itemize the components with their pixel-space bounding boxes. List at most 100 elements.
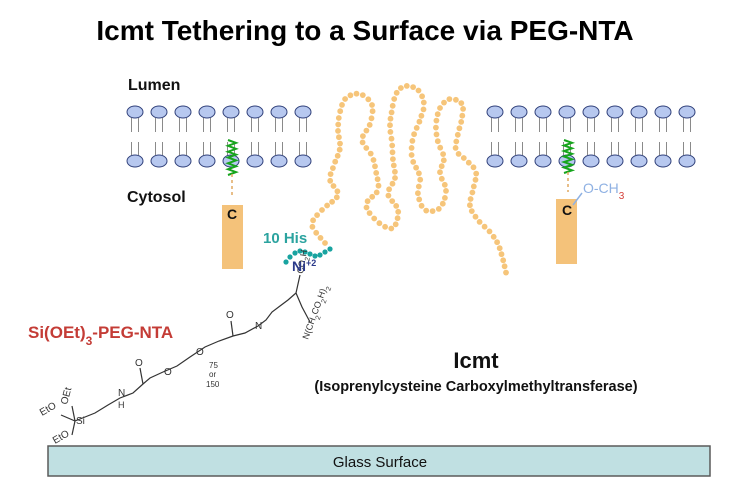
lipid-head xyxy=(198,105,216,119)
protein-residue-bead xyxy=(470,164,477,171)
protein-residue-bead xyxy=(442,195,448,201)
his-residue-bead xyxy=(297,248,303,254)
lipid-head xyxy=(654,154,672,168)
lipid-head xyxy=(510,154,528,168)
protein-residue-bead xyxy=(366,210,373,217)
protein-residue-bead xyxy=(310,217,316,224)
protein-residue-bead xyxy=(416,118,423,125)
protein-residue-bead xyxy=(415,183,422,190)
protein-full-name: (Isoprenylcysteine Carboxylmethyltransfe… xyxy=(314,379,637,395)
protein-residue-bead xyxy=(468,208,475,215)
protein-residue-bead xyxy=(460,155,467,161)
nickel-label: Ni+2 xyxy=(292,258,316,274)
his-residue-bead xyxy=(307,251,313,257)
lipid-head xyxy=(606,105,624,119)
protein-residue-bead xyxy=(408,152,415,158)
protein-residue-bead xyxy=(335,115,342,121)
protein-residue-bead xyxy=(327,177,334,184)
protein-residue-bead xyxy=(420,99,427,106)
protein-residue-bead xyxy=(369,108,376,115)
protein-residue-bead xyxy=(415,190,421,197)
protein-residue-bead xyxy=(319,207,325,213)
protein-residue-bead xyxy=(398,85,404,91)
protein-residue-bead xyxy=(437,105,443,111)
his-residue-bead xyxy=(312,253,318,259)
protein-residue-bead xyxy=(390,162,397,169)
his-tag-label: 10 His xyxy=(263,230,307,247)
protein-residue-bead xyxy=(469,189,476,196)
protein-residue-bead xyxy=(392,175,398,181)
protein-residue-bead xyxy=(481,223,488,230)
lipid-head xyxy=(174,154,192,168)
protein-residue-bead xyxy=(403,83,410,89)
lipid-head xyxy=(174,105,192,119)
protein-residue-bead xyxy=(472,176,479,183)
protein-residue-bead xyxy=(370,157,377,163)
protein-residue-bead xyxy=(363,204,370,211)
protein-residue-bead xyxy=(486,228,493,235)
surface-label: Glass Surface xyxy=(333,454,427,471)
protein-residue-bead xyxy=(382,223,388,230)
protein-residue-bead xyxy=(353,90,360,97)
lipid-head xyxy=(630,105,648,119)
protein-residue-bead xyxy=(317,235,324,241)
protein-residue-bead xyxy=(410,159,417,165)
protein-residue-bead xyxy=(387,115,394,122)
farnesyl-anchor xyxy=(225,139,239,176)
protein-residue-bead xyxy=(423,207,430,214)
ether-oxygen-2: O xyxy=(196,347,204,358)
lipid-head xyxy=(486,154,504,168)
lipid-head xyxy=(630,154,648,168)
lipid-head xyxy=(270,105,288,119)
lipid-head xyxy=(510,105,528,119)
protein-residue-bead xyxy=(459,112,466,119)
protein-residue-bead xyxy=(334,152,341,159)
protein-residue-bead xyxy=(393,203,400,209)
protein-residue-bead xyxy=(440,157,447,164)
protein-residue-bead xyxy=(434,111,441,118)
cysteine-label-right: C xyxy=(562,202,572,218)
protein-residue-bead xyxy=(490,233,497,240)
protein-residue-bead xyxy=(394,215,401,222)
protein-residue-bead xyxy=(347,92,354,99)
protein-residue-bead xyxy=(313,229,320,236)
protein-residue-bead xyxy=(429,208,436,215)
protein-residue-bead xyxy=(324,202,330,209)
protein-residue-bead xyxy=(342,96,348,102)
protein-residue-bead xyxy=(420,106,427,113)
lipid-head xyxy=(198,154,216,168)
farnesyl-anchor xyxy=(560,139,576,174)
protein-residue-bead xyxy=(418,112,425,119)
protein-residue-bead xyxy=(365,96,372,103)
protein-residue-bead xyxy=(419,93,425,100)
protein-residue-bead xyxy=(369,102,375,108)
lipid-bilayer xyxy=(126,105,696,168)
protein-residue-bead xyxy=(443,188,449,194)
protein-residue-bead xyxy=(336,134,342,141)
lipid-head xyxy=(294,105,312,119)
protein-residue-bead xyxy=(322,240,328,246)
prenylated-protein-left xyxy=(222,205,243,269)
protein-residue-bead xyxy=(335,121,342,128)
protein-residue-bead xyxy=(309,223,316,230)
protein-residue-bead xyxy=(460,106,466,112)
protein-residue-bead xyxy=(413,164,419,171)
his-residue-bead xyxy=(317,252,323,258)
protein-residue-bead xyxy=(314,212,320,219)
linker-label: Si(OEt)3-PEG-NTA xyxy=(28,323,173,348)
protein-residue-bead xyxy=(374,176,381,183)
protein-residue-bead xyxy=(388,225,395,232)
lipid-head xyxy=(270,154,288,168)
methyl-ester-label: O-CH3 xyxy=(583,180,625,202)
lipid-head xyxy=(654,105,672,119)
lipid-head xyxy=(582,154,600,168)
protein-residue-bead xyxy=(387,129,394,135)
lipid-head xyxy=(486,105,504,119)
amide-oxygen-left: O xyxy=(135,358,143,369)
protein-residue-bead xyxy=(368,115,375,122)
ether-oxygen-1: O xyxy=(164,367,172,378)
protein-residue-bead xyxy=(330,165,336,172)
amide-oxygen-right: O xyxy=(226,310,234,321)
protein-residue-bead xyxy=(336,146,343,153)
